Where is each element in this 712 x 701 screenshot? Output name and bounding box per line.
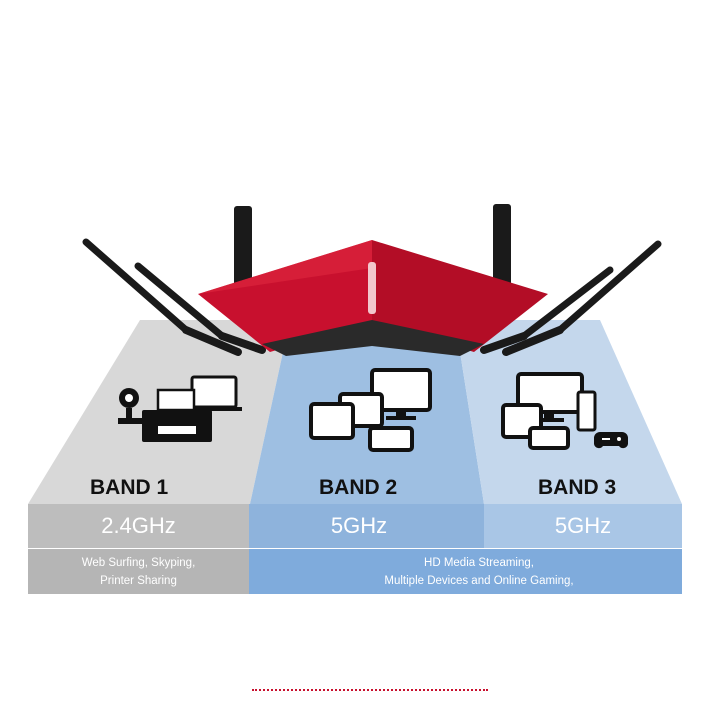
band3-frequency: 5GHz <box>554 513 612 538</box>
band1-description-strip <box>28 549 249 594</box>
antenna-left-inner <box>134 262 266 354</box>
router-body-right <box>372 240 548 352</box>
tablets-monitor-phone-icon <box>309 368 432 452</box>
webcam-printer-laptop-icon <box>118 375 242 442</box>
band23-description: HD Media Streaming, Multiple Devices and… <box>249 549 709 594</box>
band2-frequency: 5GHz <box>330 513 388 538</box>
band1-frequency: 2.4GHz <box>101 513 176 538</box>
band1-description: Web Surfing, Skyping, Printer Sharing <box>28 549 249 594</box>
antenna-right-outer <box>502 240 662 356</box>
antenna-rear-right <box>493 204 511 288</box>
band1-title: BAND 1 <box>90 476 169 499</box>
band1-description-line1: Web Surfing, Skyping, <box>81 556 196 569</box>
devices-console-gamepad-icon <box>501 372 628 450</box>
antenna-rear-left <box>234 206 252 288</box>
band1-description-line2: Printer Sharing <box>100 574 177 587</box>
band2-frequency-strip <box>249 504 484 548</box>
router-vent <box>262 320 484 356</box>
band2-title: BAND 2 <box>319 476 398 499</box>
band3-title: BAND 3 <box>538 476 617 499</box>
band23-description-line1: HD Media Streaming, <box>424 556 534 569</box>
antenna-right-inner <box>480 266 614 354</box>
band1-frequency-strip <box>28 504 249 548</box>
router <box>82 204 662 356</box>
band3-frequency-strip <box>484 504 682 548</box>
router-led-strip <box>368 262 376 314</box>
band23-description-line2: Multiple Devices and Online Gaming, <box>384 574 574 587</box>
antenna-left-outer <box>82 238 242 356</box>
decorative-dotted-line <box>252 689 488 691</box>
band23-description-strip <box>249 549 682 594</box>
router-body-top-highlight <box>198 240 372 294</box>
